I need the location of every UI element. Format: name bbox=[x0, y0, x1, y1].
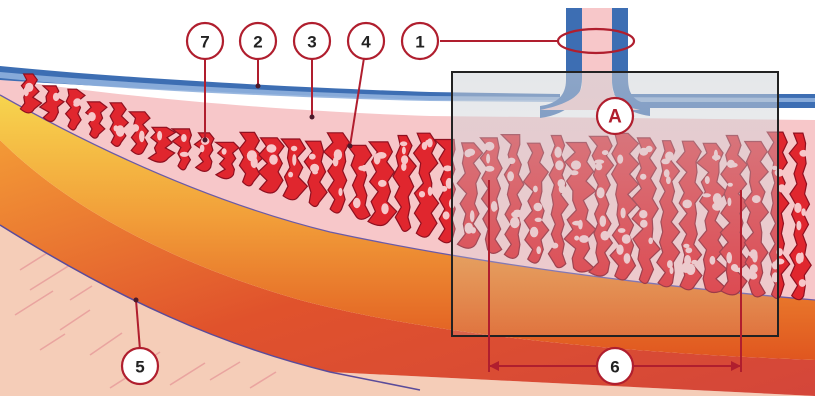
villus-gap bbox=[292, 154, 296, 166]
villus-gap bbox=[132, 124, 140, 132]
villus-gap bbox=[443, 165, 452, 171]
villus-gap bbox=[778, 184, 786, 192]
villus-gap bbox=[73, 98, 81, 106]
villus-gap bbox=[794, 203, 801, 213]
label-7: 7 bbox=[187, 23, 223, 59]
label-4-text: 4 bbox=[361, 33, 371, 52]
villus-gap bbox=[312, 170, 318, 174]
villus-gap bbox=[378, 180, 387, 187]
villus-gap bbox=[116, 125, 125, 136]
label-1: 1 bbox=[402, 23, 438, 59]
villus-gap bbox=[338, 188, 342, 196]
villus-gap bbox=[402, 147, 406, 155]
villus-gap bbox=[180, 152, 189, 157]
villus-gap bbox=[799, 150, 807, 157]
villus-gap bbox=[222, 148, 227, 154]
villus-gap bbox=[24, 87, 29, 96]
villus-gap bbox=[269, 155, 278, 165]
villus-gap bbox=[443, 211, 450, 219]
villus-gap bbox=[266, 144, 276, 152]
villus-gap bbox=[796, 221, 801, 231]
villus-gap bbox=[309, 154, 316, 160]
villus-gap bbox=[247, 150, 257, 161]
villus-gap bbox=[288, 172, 293, 178]
villus-gap bbox=[419, 191, 425, 197]
label-6: 6 bbox=[597, 348, 633, 384]
label-2: 2 bbox=[240, 23, 276, 59]
villus-gap bbox=[376, 152, 387, 159]
villus-gap bbox=[441, 186, 448, 192]
villus-gap bbox=[157, 131, 162, 141]
label-1-text: 1 bbox=[415, 33, 424, 52]
label-a: A bbox=[597, 98, 633, 134]
villus-gap bbox=[401, 155, 408, 164]
villus-gap bbox=[381, 203, 388, 214]
villus-gap bbox=[400, 141, 407, 146]
villus-gap bbox=[53, 93, 59, 101]
label-3-text: 3 bbox=[307, 33, 316, 52]
label-5-text: 5 bbox=[135, 358, 144, 377]
villus-gap bbox=[88, 112, 96, 121]
villus-gap bbox=[796, 253, 803, 264]
villus-gap bbox=[334, 149, 342, 160]
label-2-text: 2 bbox=[253, 33, 262, 52]
label-3: 3 bbox=[294, 23, 330, 59]
villus-gap bbox=[291, 146, 297, 151]
villus-gap bbox=[428, 187, 433, 196]
villus-gap bbox=[422, 142, 427, 150]
villus-gap bbox=[200, 145, 205, 153]
villus-gap bbox=[801, 208, 806, 216]
villus-gap bbox=[799, 279, 806, 287]
label-5: 5 bbox=[122, 348, 158, 384]
label-a-text: A bbox=[608, 107, 622, 128]
villus-gap bbox=[181, 134, 187, 142]
label-6-text: 6 bbox=[610, 358, 619, 377]
villus-gap bbox=[358, 166, 365, 171]
villus-gap bbox=[139, 131, 145, 143]
label-4: 4 bbox=[348, 23, 384, 59]
label-7-text: 7 bbox=[200, 33, 209, 52]
villus-gap bbox=[353, 198, 361, 208]
